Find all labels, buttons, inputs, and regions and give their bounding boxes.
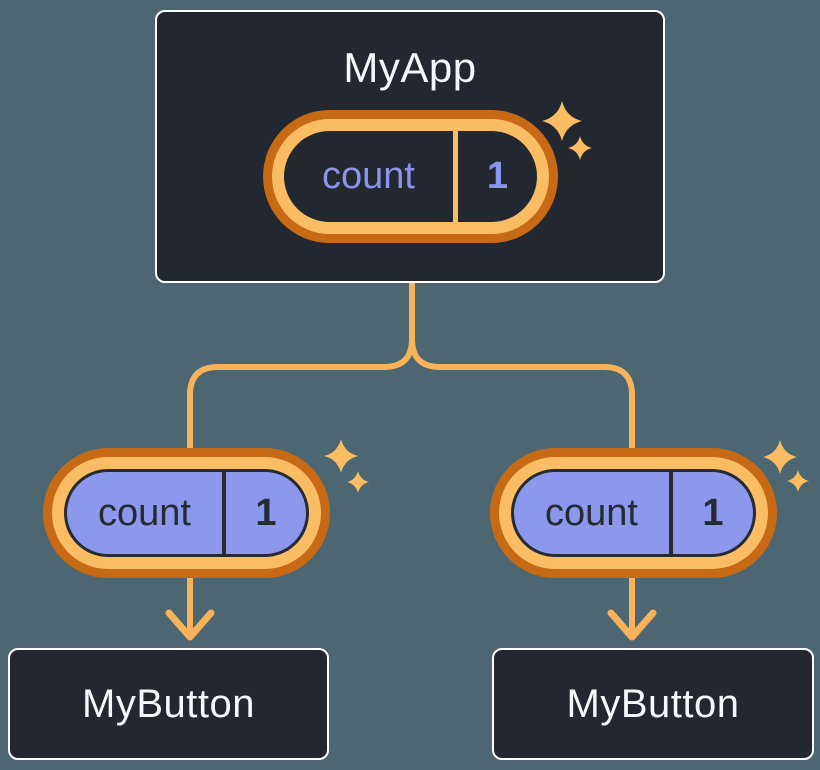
state-label: count bbox=[98, 491, 191, 534]
component-box-mybutton-left: MyButton bbox=[8, 648, 329, 760]
state-value: 1 bbox=[453, 131, 537, 222]
pill-ring: count 1 bbox=[52, 457, 321, 569]
pill-body: count 1 bbox=[64, 469, 309, 557]
pill-body: count 1 bbox=[511, 469, 756, 557]
arrow-down-icon bbox=[607, 609, 657, 641]
component-title: MyApp bbox=[343, 44, 477, 91]
component-title: MyButton bbox=[566, 681, 740, 726]
pill-ring: count 1 bbox=[272, 119, 549, 234]
state-pill-root: count 1 bbox=[263, 110, 558, 243]
state-value: 1 bbox=[222, 472, 306, 554]
state-value: 1 bbox=[669, 472, 753, 554]
arrow-down-icon bbox=[165, 609, 215, 641]
state-label: count bbox=[545, 491, 638, 534]
state-pill-right: count 1 bbox=[490, 448, 777, 578]
connector-right-branch bbox=[409, 280, 635, 636]
pill-ring: count 1 bbox=[499, 457, 768, 569]
pill-body: count 1 bbox=[284, 131, 537, 222]
component-box-mybutton-right: MyButton bbox=[492, 648, 814, 760]
state-pill-left: count 1 bbox=[43, 448, 330, 578]
state-label: count bbox=[322, 155, 415, 197]
component-title: MyButton bbox=[82, 681, 255, 726]
